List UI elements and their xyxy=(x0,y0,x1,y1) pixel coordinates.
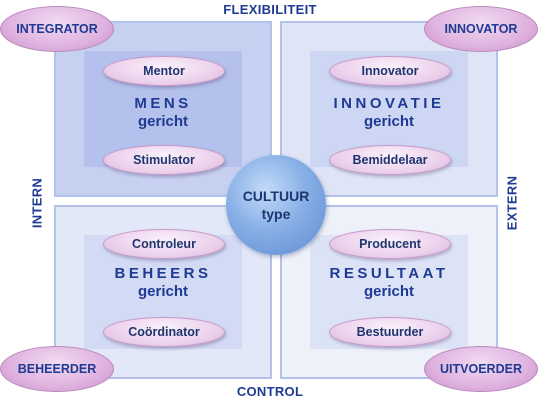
center-culture-type: CULTUUR type xyxy=(226,155,326,255)
quadrant-subtitle-beheers: gericht xyxy=(137,283,188,300)
axis-label-right: EXTERN xyxy=(504,175,520,231)
role-pill-mentor: Mentor xyxy=(103,56,225,86)
quadrant-subtitle-resultaat: gericht xyxy=(363,283,414,300)
corner-label-uitvoerder: UITVOERDER xyxy=(424,346,538,392)
role-pill-coordinator: Coördinator xyxy=(103,317,225,347)
axis-label-top: FLEXIBILITEIT xyxy=(223,2,317,17)
corner-label-innovator: INNOVATOR xyxy=(424,6,538,52)
quadrant-subtitle-mens: gericht xyxy=(137,113,188,130)
role-pill-controleur: Controleur xyxy=(103,229,225,259)
quadrant-title-resultaat: RESULTAAT xyxy=(329,265,449,282)
axis-label-left: INTERN xyxy=(29,177,45,229)
role-pill-stimulator: Stimulator xyxy=(103,145,225,175)
quadrant-resultaat: Producent RESULTAAT gericht Bestuurder xyxy=(280,205,498,379)
center-label-line1: CULTUUR xyxy=(242,188,310,204)
quadrant-subtitle-innovatie: gericht xyxy=(363,113,414,130)
role-pill-bemiddelaar: Bemiddelaar xyxy=(329,145,451,175)
center-label-line2: type xyxy=(261,206,291,222)
quadrant-title-innovatie: INNOVATIE xyxy=(333,95,445,112)
quadrant-innovatie: Innovator INNOVATIE gericht Bemiddelaar xyxy=(280,21,498,197)
quadrant-title-beheers: BEHEERS xyxy=(114,265,212,282)
corner-label-beheerder: BEHEERDER xyxy=(0,346,114,392)
quadrant-title-mens: MENS xyxy=(134,95,192,112)
corner-label-integrator: INTEGRATOR xyxy=(0,6,114,52)
role-pill-innovator: Innovator xyxy=(329,56,451,86)
role-pill-bestuurder: Bestuurder xyxy=(329,317,451,347)
axis-label-bottom: CONTROL xyxy=(236,384,304,399)
quadrant-mens: Mentor MENS gericht Stimulator xyxy=(54,21,272,197)
role-pill-producent: Producent xyxy=(329,229,451,259)
